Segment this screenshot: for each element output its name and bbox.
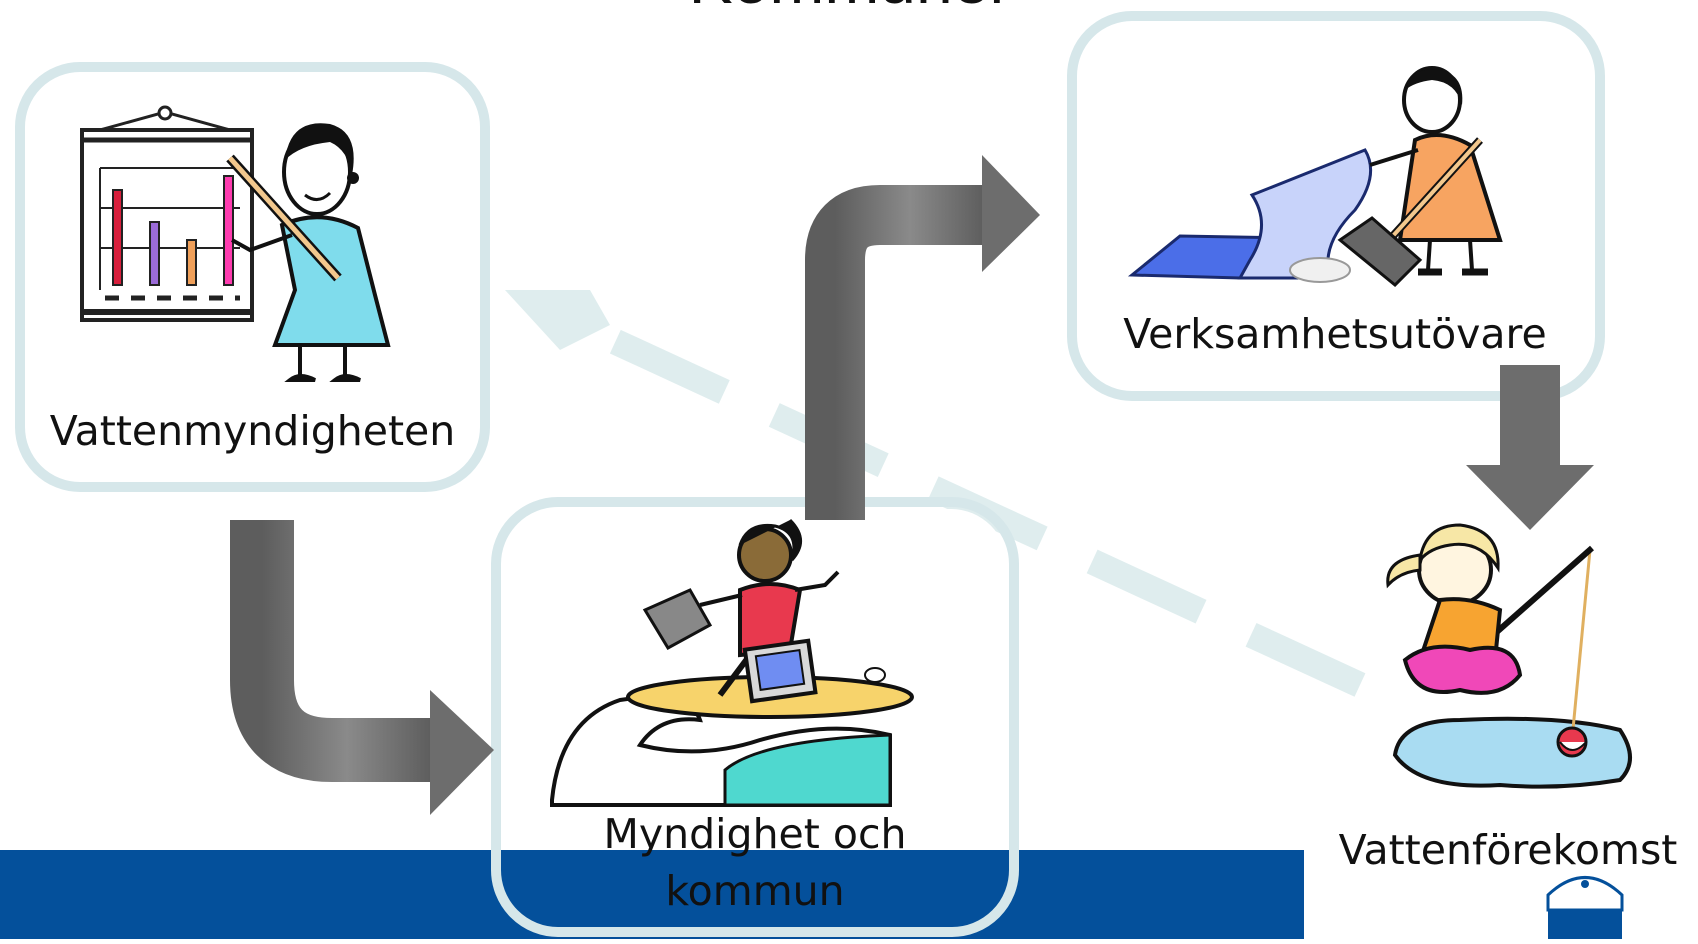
node-label-myndighet-line1: Myndighet och xyxy=(603,810,907,858)
arrow-verksamhetsutovare-to-vattenforekomst xyxy=(1466,365,1594,530)
arrow-myndighet-to-verksamhetsutovare xyxy=(805,155,1040,520)
node-label-vattenmyndigheten: Vattenmyndigheten xyxy=(49,407,456,455)
surfer-with-computer-icon xyxy=(550,518,914,807)
node-label-myndighet-line2: kommun xyxy=(665,867,845,915)
woman-sweeping-icon xyxy=(1127,66,1503,288)
node-label-vattenforekomst: Vattenförekomst xyxy=(1338,826,1678,874)
arrow-vattenmyndigheten-to-myndighet xyxy=(230,520,494,815)
footer-band xyxy=(0,850,1304,939)
crown-logo-icon xyxy=(1546,876,1624,939)
presenter-with-chart-icon xyxy=(80,105,391,382)
page-title: Kommuner xyxy=(560,0,1140,20)
box-myndighet-och-kommun xyxy=(491,497,1019,937)
node-label-verksamhetsutovare: Verksamhetsutövare xyxy=(1123,310,1547,358)
girl-fishing-icon xyxy=(1386,523,1632,789)
